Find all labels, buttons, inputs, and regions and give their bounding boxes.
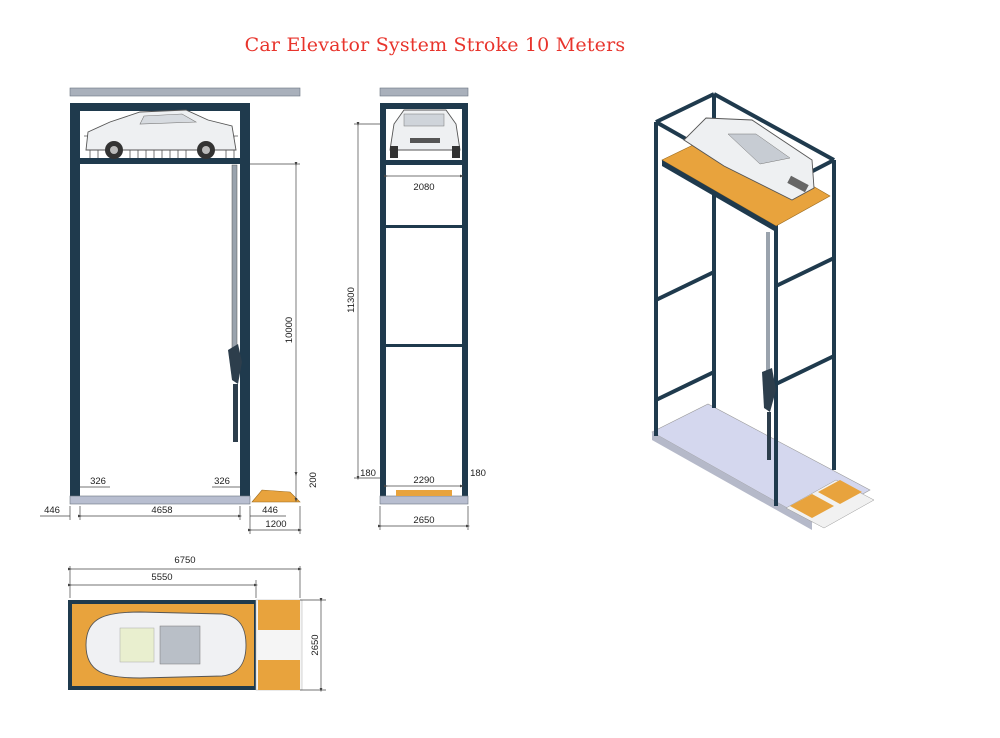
right-post-dim-label: 180 — [470, 468, 486, 479]
plan-view: 6750 5550 2650 — [67, 555, 326, 693]
edge-left-dim-label: 446 — [44, 505, 60, 516]
platform-beam — [80, 158, 240, 164]
height-dim-label: 11300 — [346, 287, 357, 313]
base-floor — [69, 495, 251, 505]
top-beam — [70, 103, 250, 111]
height-dim-label: 10000 — [284, 317, 295, 343]
iso-lift-motor — [762, 368, 776, 412]
isometric-view — [651, 92, 875, 530]
total-length-dim-label: 6750 — [174, 555, 195, 566]
iso-lift-cylinder — [767, 412, 771, 460]
ramp-dim-label: 1200 — [265, 519, 286, 530]
car-front-profile — [389, 109, 461, 158]
front-view: 10000 200 326 326 446 4658 446 1200 — [40, 87, 319, 534]
right-post — [462, 103, 468, 500]
car-top-view — [85, 611, 247, 679]
right-post — [240, 103, 250, 500]
edge-right-dim-label: 446 — [262, 505, 278, 516]
iso-car — [683, 117, 815, 201]
ramp-strip-top — [258, 600, 300, 630]
iso-floor-edge — [652, 432, 812, 530]
base-ramp — [396, 490, 452, 496]
roof-plate — [379, 87, 469, 97]
entry-ramp — [251, 489, 301, 503]
ramp-strip-bottom — [258, 660, 300, 690]
right-offset-dim-label: 326 — [214, 476, 230, 487]
total-width-dim-label: 2650 — [413, 515, 434, 526]
lift-motor — [228, 344, 242, 384]
left-post — [380, 103, 386, 500]
left-offset-dim-label: 326 — [90, 476, 106, 487]
top-beam — [380, 103, 468, 109]
inner-width-dim-label: 2290 — [413, 475, 434, 486]
base-floor — [379, 495, 469, 505]
cross-beam-2 — [386, 344, 462, 347]
platform-beam — [380, 160, 468, 165]
top-width-dim-label: 2080 — [413, 182, 434, 193]
width-dim-label: 4658 — [151, 505, 172, 516]
iso-ramp-strip-2 — [818, 480, 862, 504]
roof-plate — [69, 87, 301, 97]
width-dim-label: 2650 — [310, 634, 321, 655]
drawing-title: Car Elevator System Stroke 10 Meters — [244, 34, 626, 56]
lift-chain — [231, 164, 238, 351]
pit-dim-label: 200 — [308, 472, 319, 488]
left-post — [70, 103, 80, 500]
platform-length-dim-label: 5550 — [151, 572, 172, 583]
left-post-dim-label: 180 — [360, 468, 376, 479]
iso-ramp-strip-1 — [790, 494, 834, 518]
car-side-profile — [85, 109, 237, 159]
cross-beam-1 — [386, 225, 462, 228]
side-view: 2080 11300 180 2290 180 2650 — [346, 87, 486, 530]
iso-lift-chain — [766, 232, 770, 372]
lift-cylinder — [233, 384, 238, 442]
